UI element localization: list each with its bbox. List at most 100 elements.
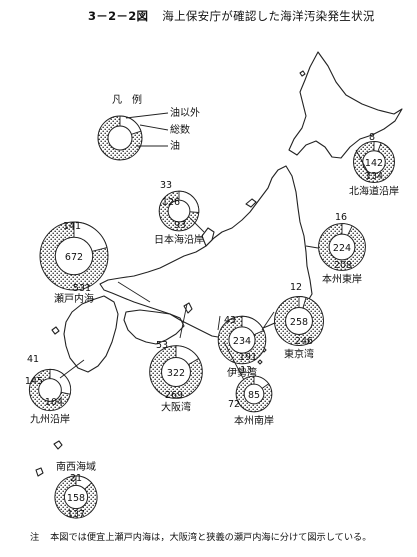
osaka-oil-value: 269 — [165, 390, 183, 401]
okinawa-islet — [35, 467, 44, 477]
minami-total-center — [243, 383, 265, 405]
legend: 凡 例 油以外 総数 油 — [97, 93, 200, 161]
honshu-east-oil-value: 208 — [334, 260, 352, 271]
leader-lines — [59, 149, 371, 381]
sado-island — [245, 198, 257, 208]
izu-islet-2 — [257, 359, 263, 365]
ise-other-value: 43 — [224, 315, 236, 326]
seto-oil-value: 531 — [73, 283, 91, 294]
hokkaido-oil-value: 134 — [365, 171, 383, 182]
hokkaido-total-value: 142 — [365, 158, 383, 169]
nansei-other-value: 21 — [70, 473, 82, 484]
honshu-east-total-value: 224 — [333, 243, 351, 254]
leader-kyushu — [59, 359, 85, 379]
leader-hokkaido — [355, 149, 371, 177]
minami-donut: 85 13 72 本州南岸 — [228, 365, 274, 427]
footnote: 注 本図では便宜上瀬戸内海は，大阪湾と狭義の瀬戸内海に分けて図示している。 — [30, 529, 371, 543]
figure-title-text: 海上保安庁が確認した海洋汚染発生状況 — [162, 9, 375, 23]
legend-leader-other — [125, 112, 169, 119]
osaka-other-value: 53 — [156, 340, 168, 351]
legend-donut — [97, 115, 143, 161]
rishiri-islet — [299, 70, 306, 77]
seto-region-name: 瀬戸内海 — [54, 292, 94, 305]
nihonkai-total-value: 126 — [162, 197, 180, 208]
nansei-region-name: 南西海域 — [56, 460, 96, 473]
tokyo-oil-value: 246 — [295, 336, 313, 347]
legend-oil-label: 油 — [170, 139, 180, 152]
hokkaido-other-value: 8 — [369, 132, 375, 143]
nansei-donut: 158 21 137 南西海域 — [54, 460, 98, 520]
leader-ise — [217, 315, 221, 331]
nihonkai-other-value: 33 — [160, 180, 172, 191]
leader-seto — [117, 281, 151, 303]
tokyo-other-value: 12 — [290, 282, 302, 293]
ise-total-center — [228, 326, 256, 354]
nihonkai-total-center — [167, 199, 191, 223]
kyushu-donut: 145 41 104 九州沿岸 — [25, 354, 72, 426]
leader-nihonkai — [189, 217, 205, 233]
hokkaido-donut: 142 8 134 北海道沿岸 — [349, 132, 399, 197]
legend-total-label: 総数 — [170, 123, 190, 136]
nihonkai-donut: 126 33 93 日本海沿岸 — [154, 180, 204, 246]
hokkaido-island — [288, 51, 403, 159]
nihonkai-region-name: 日本海沿岸 — [154, 233, 204, 246]
legend-heading: 凡 例 — [112, 93, 142, 106]
japan-outline — [35, 51, 403, 477]
leader-osaka — [179, 303, 188, 339]
osaka-total-value: 322 — [167, 368, 185, 379]
minami-other-value: 13 — [240, 365, 252, 376]
legend-donut — [97, 115, 143, 161]
honshu-island — [99, 165, 313, 339]
noto-peninsula — [201, 227, 215, 247]
figure-number: 3－2－2図 — [88, 9, 149, 23]
kyushu-oil-value: 104 — [45, 397, 63, 408]
tokyo-total-center — [285, 307, 313, 335]
seto-other-value: 141 — [63, 221, 81, 232]
ise-region-name: 伊勢湾 — [227, 366, 257, 379]
legend-other-label: 油以外 — [170, 106, 200, 119]
honshu-east-other-value: 16 — [335, 212, 347, 223]
nihonkai-oil-value: 93 — [174, 220, 186, 231]
seto-total-center — [54, 236, 94, 276]
leader-minami — [223, 341, 245, 381]
legend-leader-total — [139, 124, 169, 131]
honshu-east-region-name: 本州東岸 — [322, 272, 362, 285]
minami-total-value: 85 — [248, 390, 260, 401]
ise-total-value: 234 — [233, 336, 251, 347]
ise-donut: 234 43 191 伊勢湾 — [217, 315, 267, 379]
leader-tokyo — [261, 311, 275, 331]
ise-oil-value: 191 — [239, 352, 257, 363]
leader-honshu-east — [305, 245, 319, 249]
kyushu-total-center — [38, 378, 62, 402]
osaka-region-name: 大阪湾 — [161, 400, 191, 413]
figure-title: 3－2－2図 海上保安庁が確認した海洋汚染発生状況 — [88, 8, 375, 24]
awaji-island — [183, 302, 193, 314]
minami-oil-value: 72 — [228, 399, 240, 410]
kyushu-other-value: 41 — [27, 354, 39, 365]
kyushu-island — [63, 295, 119, 373]
nansei-total-center — [63, 484, 89, 510]
nansei-total-value: 158 — [67, 493, 85, 504]
shikoku-island — [123, 309, 185, 345]
amami-islet — [53, 440, 63, 450]
goto-islet — [51, 326, 60, 335]
tokyo-total-value: 258 — [290, 317, 308, 328]
footnote-text: 本図では便宜上瀬戸内海は，大阪湾と狭義の瀬戸内海に分けて図示している。 — [50, 532, 372, 543]
kyushu-region-name: 九州沿岸 — [30, 414, 70, 426]
footnote-mark: 注 — [30, 532, 40, 543]
hokkaido-region-name: 北海道沿岸 — [349, 184, 399, 197]
tokyo-region-name: 東京湾 — [284, 347, 314, 360]
legend-total-center — [107, 125, 133, 151]
honshu-east-total-center — [328, 233, 356, 261]
kyushu-total-value: 145 — [25, 376, 43, 387]
minami-region-name: 本州南岸 — [234, 414, 274, 427]
seto-total-value: 672 — [65, 252, 83, 263]
osaka-total-center — [161, 357, 191, 387]
nansei-oil-value: 137 — [67, 509, 85, 520]
